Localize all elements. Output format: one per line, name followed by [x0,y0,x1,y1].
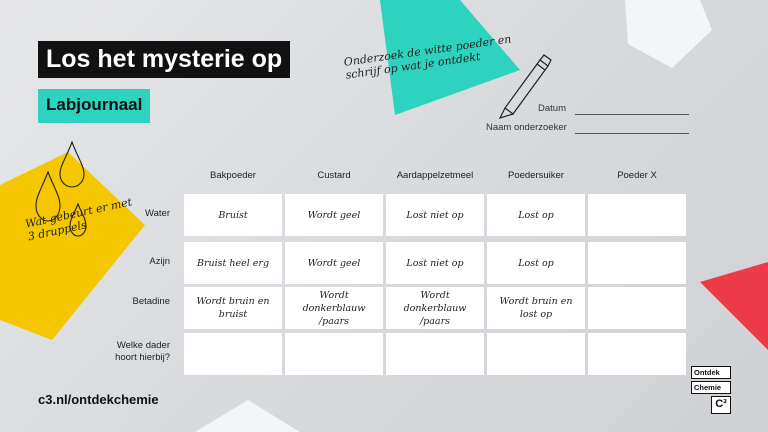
droplet-icon [69,202,87,237]
table-cell[interactable]: Lost op [487,242,585,284]
table-cell[interactable]: Wordt bruin en bruist [184,287,282,329]
droplet-icons [35,140,87,237]
logo-line-2: Chemie [691,381,731,394]
table-cell[interactable] [588,287,686,329]
table-cell[interactable] [285,333,383,375]
table-cell[interactable] [184,333,282,375]
droplet-icon [35,170,61,222]
red-triangle [700,262,768,350]
table-cell[interactable]: Wordt donkerblauw /paars [386,287,484,329]
table-cell[interactable]: Wordt geel [285,194,383,236]
logo-mark: C³ [711,396,731,414]
row-label: Betadine [132,296,170,307]
table-cell[interactable]: Wordt donkerblauw /paars [285,287,383,329]
column-header: Poeder X [617,170,657,181]
page-title: Los het mysterie op [38,41,291,78]
researcher-field[interactable]: Naam onderzoeker [486,122,689,134]
date-input-line[interactable] [575,114,689,115]
table-cell[interactable] [588,333,686,375]
white-shape-bottom [195,400,300,432]
table-cell[interactable] [588,242,686,284]
logo-line-1: Ontdek [691,366,731,379]
researcher-label: Naam onderzoeker [486,122,567,133]
row-label: Welke dader hoort hierbij? [115,340,170,363]
pen-icon [498,54,552,119]
table-cell[interactable]: Lost niet op [386,194,484,236]
page-subtitle: Labjournaal [38,89,151,123]
teal-triangle [380,0,520,115]
row-label: Azijn [149,256,170,267]
column-header: Bakpoeder [210,170,256,181]
white-shape-top-right [625,0,712,68]
column-header: Aardappelzetmeel [396,170,474,181]
table-cell[interactable]: Lost op [487,194,585,236]
table-cell[interactable]: Lost niet op [386,242,484,284]
column-header: Custard [317,170,351,181]
row-label: Water [145,208,170,219]
droplet-icon [59,140,85,188]
table-cell[interactable] [588,194,686,236]
table-cell[interactable] [386,333,484,375]
date-label: Datum [538,103,566,114]
table-cell[interactable] [487,333,585,375]
table-cell[interactable]: Wordt bruin en lost op [487,287,585,329]
date-field[interactable]: Datum [538,103,689,115]
column-header: Poedersuiker [508,170,564,181]
table-cell[interactable]: Wordt geel [285,242,383,284]
researcher-input-line[interactable] [575,133,689,134]
table-cell[interactable]: Bruist [184,194,282,236]
footer-url[interactable]: c3.nl/ontdekchemie [38,392,159,407]
ontdek-chemie-logo: Ontdek Chemie C³ [691,366,733,414]
table-cell[interactable]: Bruist heel erg [184,242,282,284]
yellow-sticky-note [0,152,145,340]
